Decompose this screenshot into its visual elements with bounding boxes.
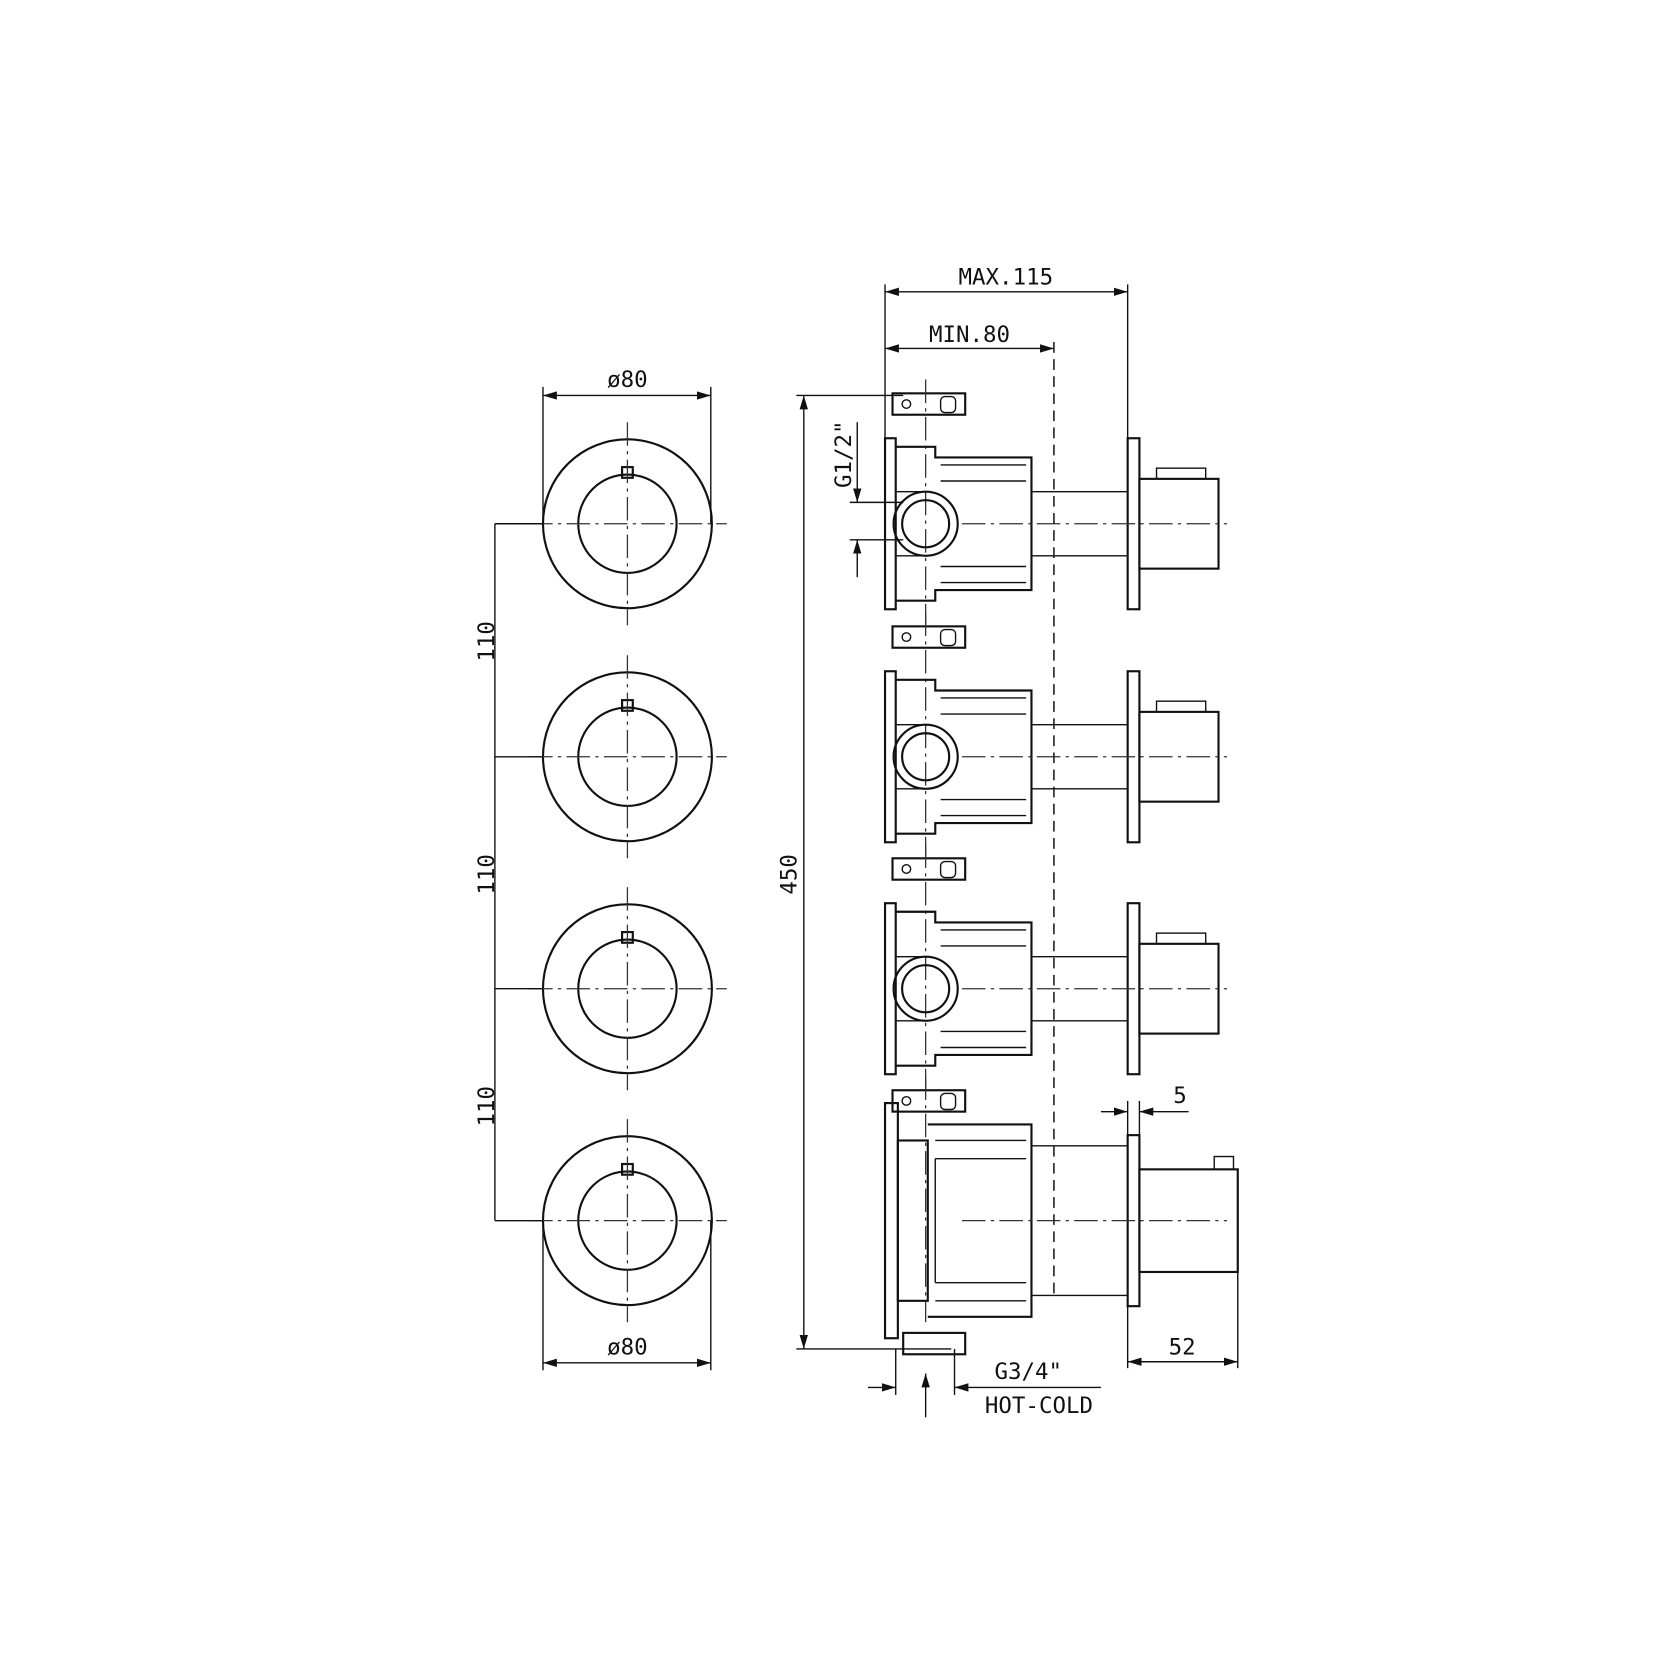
body-ribs (940, 697, 1027, 817)
plate-thickness-label: 5 (1173, 1083, 1187, 1109)
spacing-label-1: 110 (474, 621, 500, 662)
total-height-label: 450 (776, 854, 802, 895)
outlet-port (901, 964, 951, 1014)
mounting-bracket (891, 625, 967, 649)
side-dimensions: MAX.115 MIN.80 450 G1/2" 5 52 G3/4" HOT-… (776, 264, 1239, 1419)
outlet-edge (895, 955, 926, 1022)
min-depth-label: MIN.80 (929, 322, 1010, 348)
outlet-thread-label: G1/2" (831, 420, 857, 488)
handle (1138, 1168, 1239, 1274)
extension-sleeve (1031, 490, 1128, 557)
diameter-top-label: ø80 (607, 367, 648, 393)
handle-notch (1155, 932, 1207, 945)
bracket-hole (901, 632, 912, 643)
side-view (883, 379, 1239, 1356)
outlet-port (901, 732, 951, 782)
body-ribs (940, 929, 1027, 1049)
bracket-slot (939, 628, 957, 647)
bracket-hole (901, 864, 912, 874)
inlet-fitting (902, 1331, 967, 1356)
body-flange (883, 670, 897, 844)
body-cover (896, 1139, 929, 1302)
body-flange (883, 1102, 899, 1340)
mounting-bracket (891, 1089, 967, 1113)
bracket-slot (939, 395, 957, 414)
extension-sleeve (1031, 955, 1128, 1022)
extension-sleeve (1031, 1145, 1128, 1297)
outlet-port (901, 499, 951, 549)
outlet-edge (895, 490, 926, 557)
body-flange (883, 902, 897, 1076)
front-dimensions: ø80 ø80 110 110 110 (474, 367, 712, 1371)
handle-notch (1155, 467, 1207, 480)
handle-depth-label: 52 (1169, 1334, 1196, 1360)
inlet-label: HOT-COLD (985, 1393, 1093, 1419)
mounting-bracket (891, 857, 967, 881)
bracket-slot (939, 860, 957, 879)
diameter-bottom-label: ø80 (607, 1334, 648, 1360)
body-ribs (934, 1139, 1027, 1302)
inlet-thread-label: G3/4" (994, 1359, 1062, 1385)
mounting-bracket (891, 392, 967, 416)
bracket-hole (901, 399, 912, 410)
bracket-hole (901, 1095, 912, 1106)
bracket-slot (939, 1092, 957, 1111)
handle-notch (1155, 700, 1207, 713)
outlet-edge (895, 724, 926, 790)
body-ribs (940, 464, 1027, 584)
extension-sleeve (1031, 724, 1128, 790)
max-depth-label: MAX.115 (959, 264, 1054, 290)
spacing-label-3: 110 (474, 1086, 500, 1127)
body-flange (883, 437, 897, 611)
handle-indicator (1213, 1155, 1235, 1171)
spacing-label-2: 110 (474, 854, 500, 895)
front-view (529, 422, 727, 1323)
